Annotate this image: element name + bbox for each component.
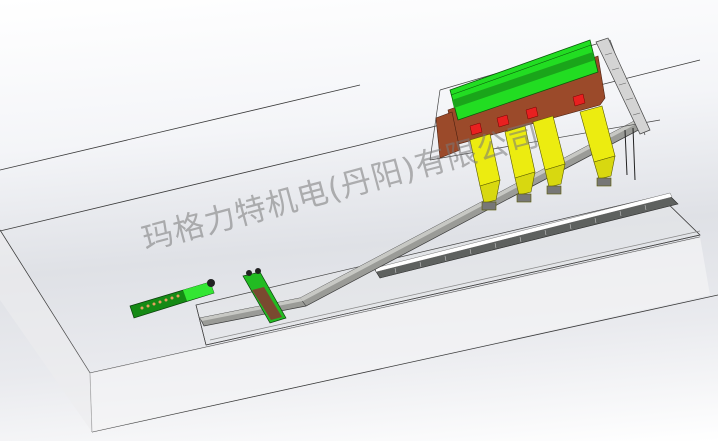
slab-side-face	[90, 237, 710, 432]
feed-conveyor-green	[129, 279, 215, 319]
bucket-elevator	[595, 37, 651, 181]
cross-conveyor-green	[242, 268, 287, 324]
green-hopper-cover	[449, 39, 599, 121]
yellow-unit-2	[504, 125, 536, 203]
yellow-unit-1	[469, 133, 501, 211]
yellow-units	[469, 105, 616, 211]
long-chain-conveyor	[374, 192, 679, 279]
slab-left-face	[0, 231, 92, 432]
red-feeders	[469, 93, 586, 136]
yellow-unit-4	[579, 105, 616, 187]
yellow-unit-3	[532, 115, 566, 195]
